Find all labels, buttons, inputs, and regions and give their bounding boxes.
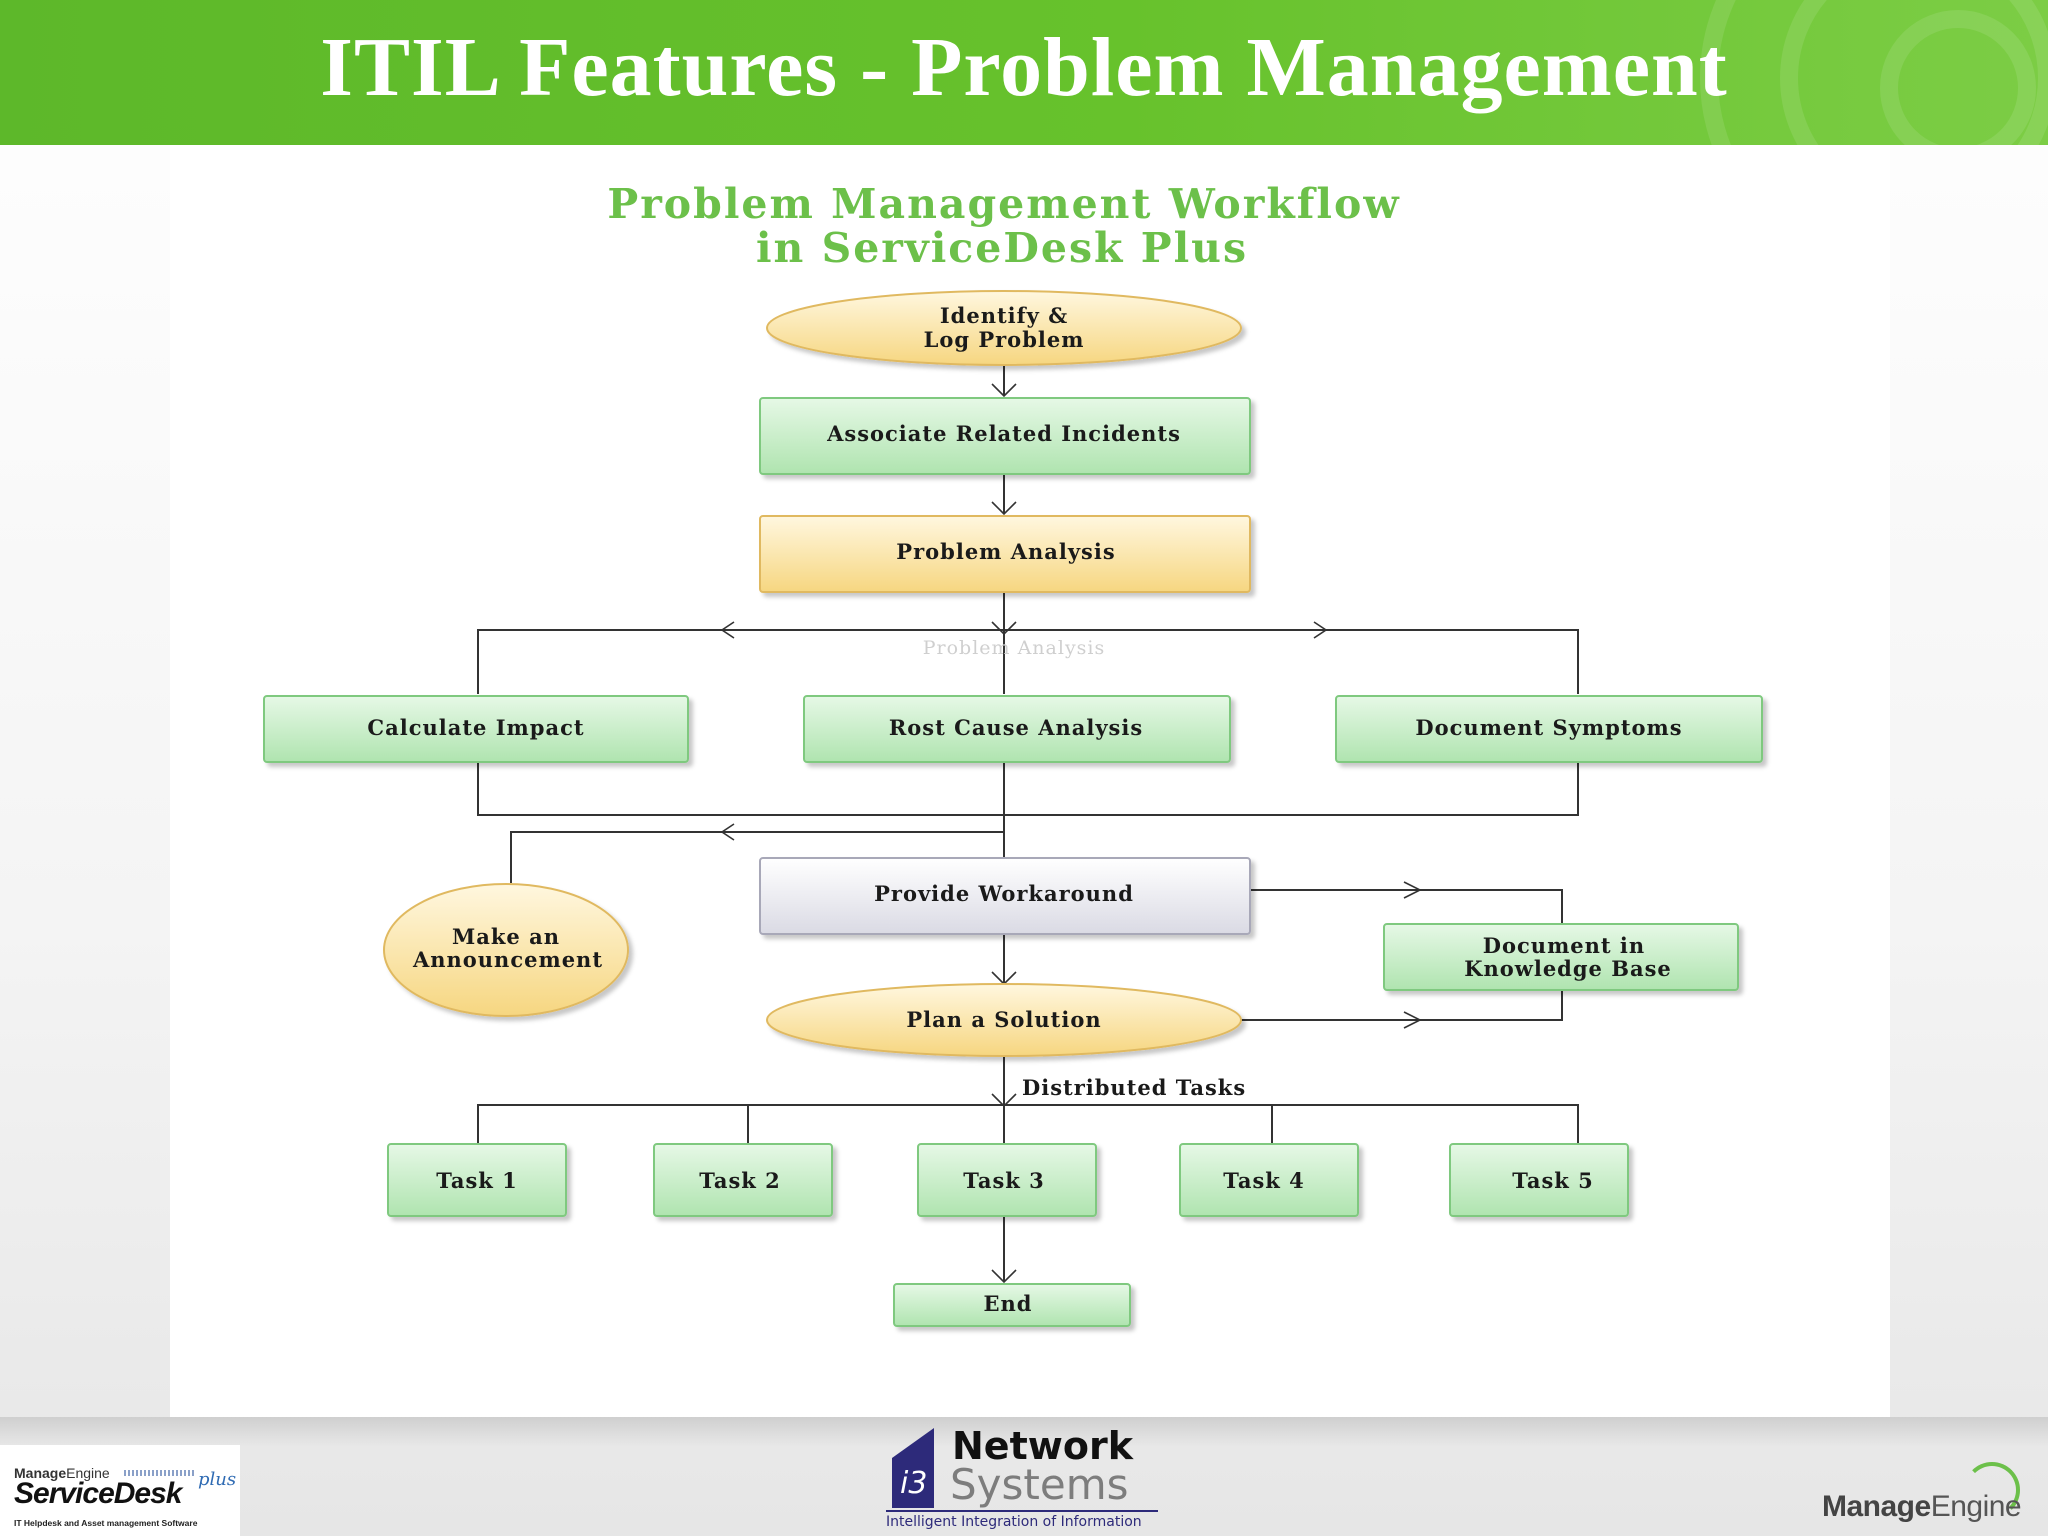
i3-text: i3 [900, 1466, 928, 1501]
node-label: Knowledge Base [1464, 956, 1672, 981]
node-label: Announcement [412, 947, 603, 972]
slide-title: ITIL Features - Problem Management [320, 21, 1728, 114]
node-label: End [984, 1291, 1033, 1316]
node-task-2: Task 2 [653, 1143, 833, 1217]
distributed-tasks-label: Distributed Tasks [1022, 1075, 1246, 1100]
node-label: Task 3 [963, 1168, 1045, 1193]
node-associate-related-incidents: Associate Related Incidents [759, 397, 1251, 475]
manageengine-small-text: ManageEngine [14, 1465, 110, 1481]
panel-shadow [0, 1417, 2048, 1447]
node-label: Document Symptoms [1415, 715, 1682, 740]
node-provide-workaround: Provide Workaround [759, 857, 1251, 935]
manageengine-text: ManageEngine [1822, 1490, 2022, 1523]
node-problem-analysis: Problem Analysis [759, 515, 1251, 593]
node-make-announcement: Make an Announcement [383, 883, 629, 1017]
servicedesk-text: ServiceDesk [14, 1477, 182, 1510]
node-label: Problem Analysis [896, 539, 1115, 564]
connector-announce [510, 831, 1004, 883]
node-label: Task 4 [1223, 1168, 1305, 1193]
node-label: Document in [1483, 933, 1645, 958]
node-calculate-impact: Calculate Impact [263, 695, 689, 763]
node-label: Rost Cause Analysis [889, 715, 1143, 740]
servicedesk-plus-logo: ManageEngine ServiceDesk plus IT Helpdes… [0, 1445, 240, 1536]
i3-network-systems-logo: i3 Network Systems Intelligent Integrati… [886, 1424, 1166, 1536]
node-task-4: Task 4 [1179, 1143, 1359, 1217]
arrowheads [720, 383, 1422, 1284]
logo-underline [886, 1510, 1158, 1512]
node-label: Plan a Solution [906, 1007, 1101, 1032]
logo-bar [124, 1470, 194, 1476]
node-task-5: Task 5 [1449, 1143, 1629, 1217]
workflow-title-line2: in ServiceDesk Plus [756, 224, 1248, 272]
connector-plan-kb [1238, 990, 1563, 1021]
node-end: End [893, 1283, 1131, 1327]
node-task-3: Task 3 [917, 1143, 1097, 1217]
arrow-left-icon [720, 621, 735, 639]
arrow-right-icon [1403, 1011, 1422, 1029]
arrow-down-icon [991, 1269, 1017, 1284]
connector-task-bus [477, 1104, 1579, 1144]
node-task-1: Task 1 [387, 1143, 567, 1217]
plus-text: plus [198, 1469, 237, 1490]
node-label: Provide Workaround [874, 881, 1134, 906]
arrow-right-icon [1313, 621, 1328, 639]
workflow-title-line1: Problem Management Workflow [607, 180, 1400, 228]
problem-analysis-faint-label: Problem Analysis [923, 637, 1106, 659]
node-root-cause-analysis: Rost Cause Analysis [803, 695, 1231, 763]
node-document-symptoms: Document Symptoms [1335, 695, 1763, 763]
node-identify-log-problem: Identify & Log Problem [766, 290, 1242, 366]
arrow-down-icon [991, 621, 1017, 636]
connector-analysis-branches [477, 629, 1579, 694]
workflow-diagram: Problem Management Workflow in ServiceDe… [263, 180, 1763, 1327]
servicedesk-tagline: IT Helpdesk and Asset management Softwar… [14, 1518, 198, 1528]
node-label: Task 5 [1512, 1168, 1594, 1193]
arrow-right-icon [1403, 881, 1422, 899]
i3-tagline: Intelligent Integration of Information [886, 1514, 1142, 1530]
node-label: Associate Related Incidents [826, 421, 1181, 446]
node-plan-solution: Plan a Solution [766, 983, 1242, 1057]
i3-logo-icon [892, 1428, 934, 1508]
connector-workaround-kb [1250, 889, 1563, 924]
network-text: Network [952, 1424, 1133, 1468]
node-label: Make an [452, 924, 560, 949]
connector-branches-merge [477, 762, 1579, 816]
node-document-knowledge-base: Document in Knowledge Base [1383, 923, 1739, 991]
node-label: Calculate Impact [367, 715, 584, 740]
arrow-left-icon [720, 823, 735, 841]
arrow-down-icon [991, 501, 1017, 516]
node-label: Task 1 [436, 1168, 518, 1193]
node-label: Identify & [940, 303, 1068, 328]
arrow-down-icon [991, 1093, 1017, 1108]
node-label: Log Problem [924, 327, 1085, 352]
connectors [477, 365, 1579, 1282]
systems-text: Systems [950, 1460, 1129, 1509]
manageengine-logo: ManageEngine [1816, 1462, 2036, 1532]
slide-header: ITIL Features - Problem Management [0, 0, 2048, 145]
arrow-down-icon [991, 383, 1017, 398]
node-label: Task 2 [699, 1168, 781, 1193]
manageengine-arc-icon [1964, 1462, 2020, 1518]
